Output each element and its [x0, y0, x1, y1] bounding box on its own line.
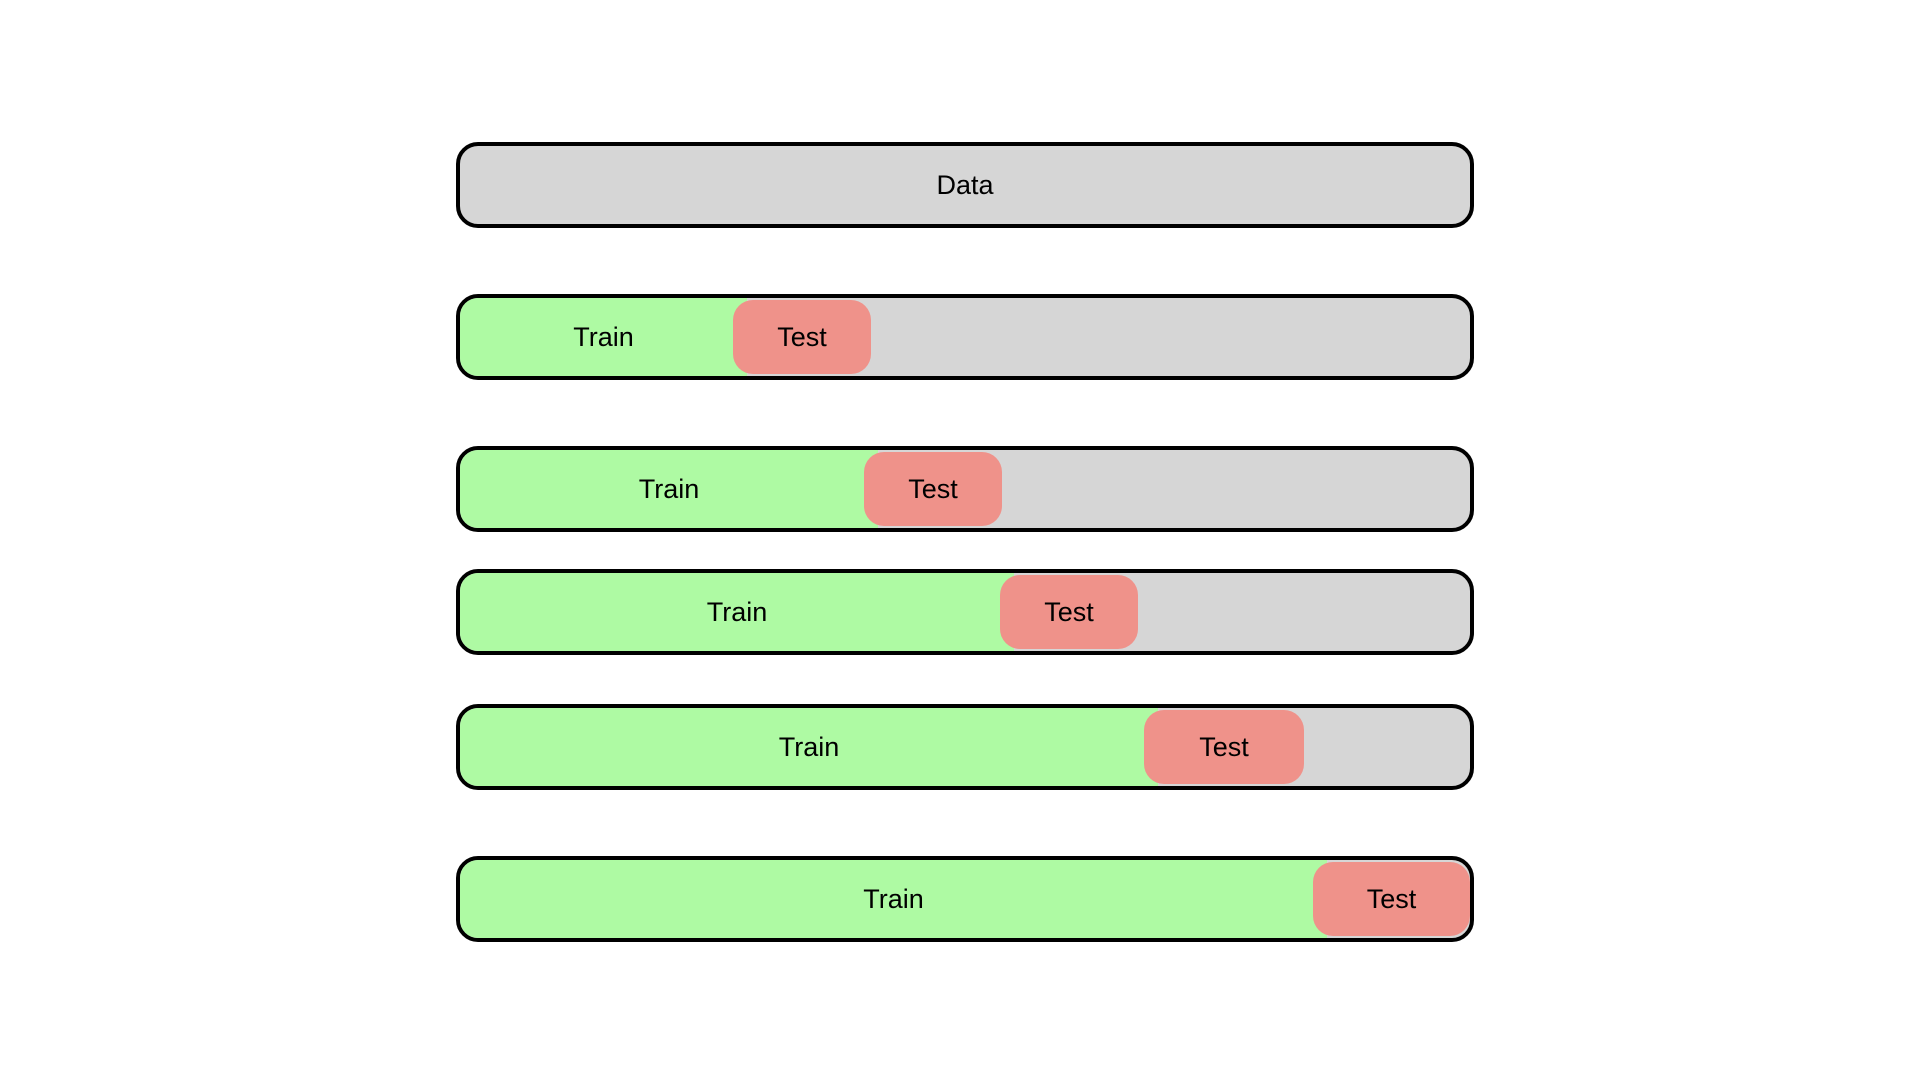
split-bar-2: Train Test — [456, 446, 1474, 532]
test-segment: Test — [1144, 710, 1304, 784]
split-bar-1: Train Test — [456, 294, 1474, 380]
test-label: Test — [1199, 731, 1249, 762]
split-bar-4: Train Test — [456, 704, 1474, 790]
train-segment: Train — [460, 298, 747, 376]
train-segment: Train — [460, 708, 1158, 786]
test-label: Test — [908, 473, 958, 504]
test-segment: Test — [733, 300, 871, 374]
train-label: Train — [706, 596, 768, 627]
split-bar-3: Train Test — [456, 569, 1474, 655]
test-segment: Test — [1313, 862, 1470, 936]
split-bar-5: Train Test — [456, 856, 1474, 942]
train-label: Train — [778, 731, 840, 762]
test-label: Test — [1366, 883, 1417, 914]
data-bar: Data — [456, 142, 1474, 228]
train-segment: Train — [460, 860, 1327, 938]
test-segment: Test — [1000, 575, 1138, 649]
test-label: Test — [1044, 596, 1094, 627]
train-segment: Train — [460, 573, 1014, 651]
data-bar-label: Data — [936, 169, 994, 200]
train-label: Train — [863, 883, 924, 914]
train-label: Train — [573, 321, 634, 352]
train-label: Train — [638, 473, 700, 504]
test-label: Test — [777, 321, 827, 352]
test-segment: Test — [864, 452, 1002, 526]
train-segment: Train — [460, 450, 878, 528]
